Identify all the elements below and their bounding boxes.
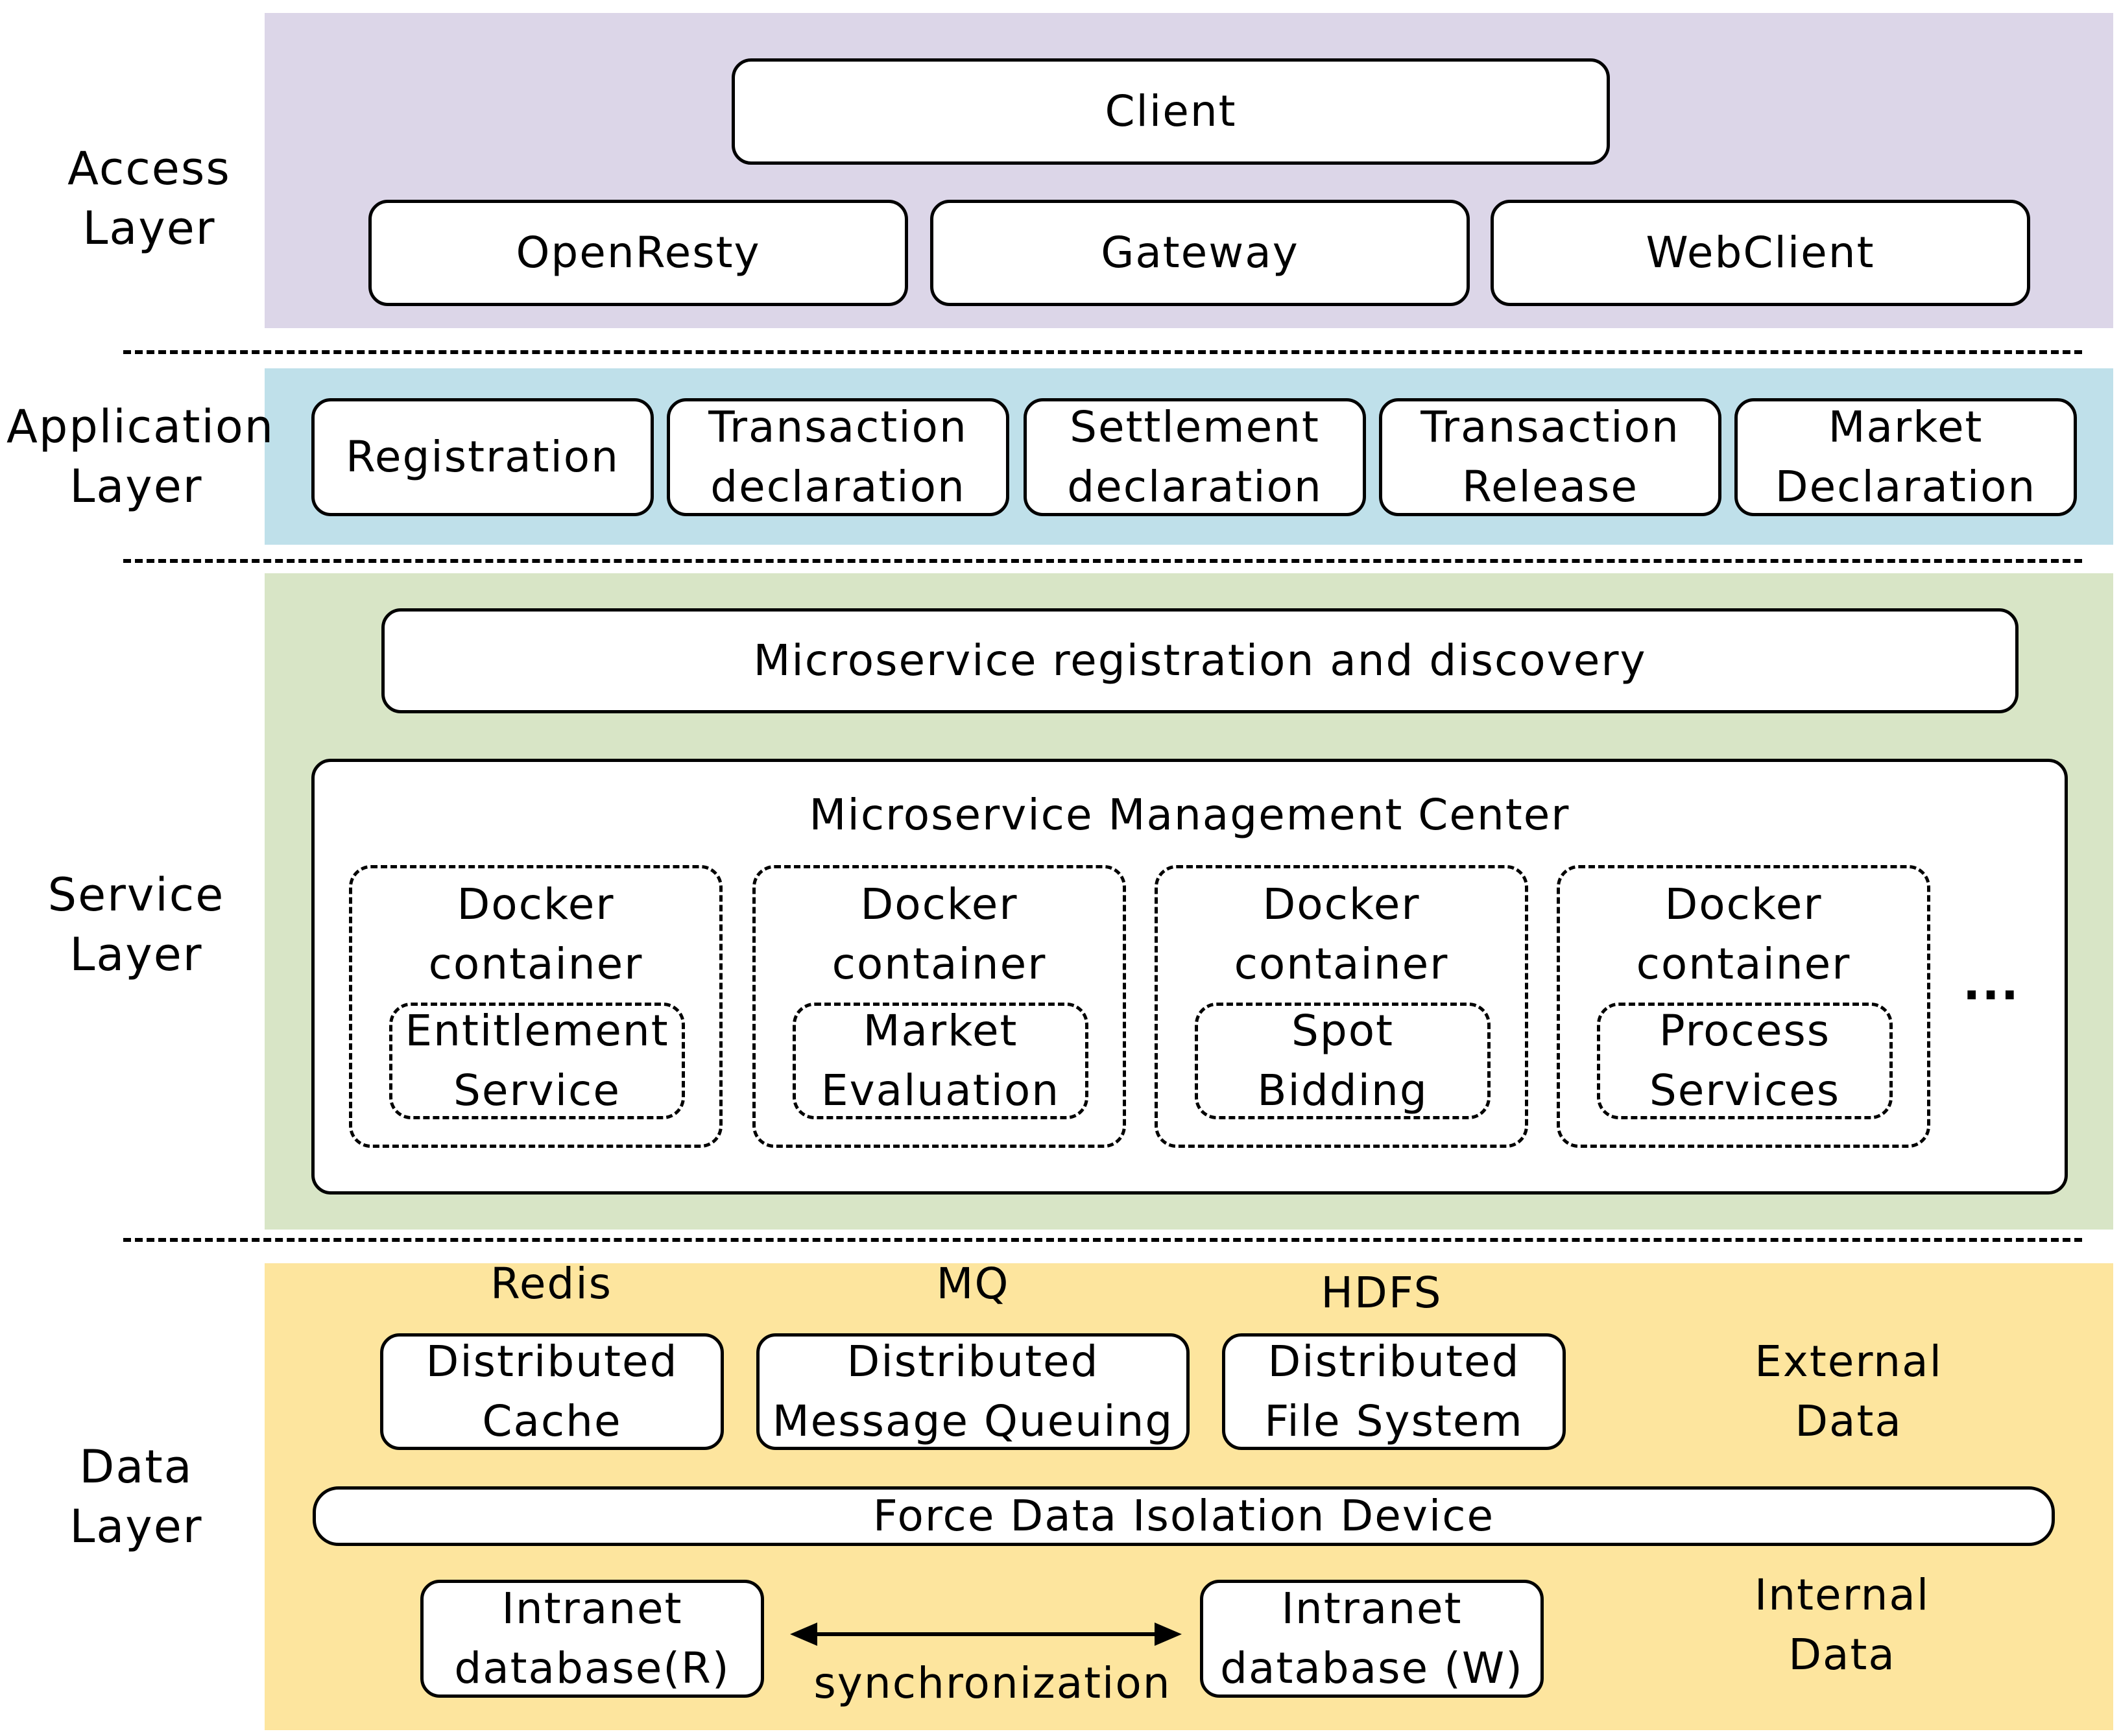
openresty-label: OpenResty <box>516 228 761 278</box>
distributed-queue-box: Distributed Message Queuing <box>756 1333 1190 1450</box>
market-declaration-box: Market Declaration <box>1734 398 2077 516</box>
transaction-release-box: Transaction Release <box>1379 398 1721 516</box>
separator-access-application <box>123 350 2082 354</box>
docker-container-3: Docker container <box>1155 865 1528 1148</box>
service-entitlement: Entitlement Service <box>389 1003 685 1119</box>
market-declaration-label: Market Declaration <box>1775 402 2037 512</box>
transaction-declaration-label: Transaction declaration <box>708 402 968 512</box>
settlement-declaration-label: Settlement declaration <box>1067 402 1323 512</box>
service-entitlement-label: Entitlement Service <box>405 1006 669 1115</box>
gateway-label: Gateway <box>1101 228 1299 278</box>
service-process-services-label: Process Services <box>1649 1006 1841 1115</box>
isolation-device-box: Force Data Isolation Device <box>313 1486 2055 1546</box>
distributed-filesystem-box: Distributed File System <box>1222 1333 1566 1450</box>
docker-container-4-title: Docker container <box>1636 879 1851 989</box>
webclient-label: WebClient <box>1646 228 1875 278</box>
more-containers-ellipsis: ... <box>1962 956 2020 1010</box>
docker-container-1: Docker container <box>349 865 723 1148</box>
sync-label: synchronization <box>813 1658 1171 1708</box>
docker-container-2-title: Docker container <box>832 879 1047 989</box>
transaction-release-label: Transaction Release <box>1420 402 1680 512</box>
distributed-filesystem-label: Distributed File System <box>1264 1337 1524 1446</box>
client-label: Client <box>1105 86 1237 136</box>
intranet-db-r-box: Intranet database(R) <box>420 1580 764 1698</box>
internal-data-label: Internal Data <box>1754 1570 1930 1680</box>
registration-discovery-box: Microservice registration and discovery <box>381 608 2019 713</box>
intranet-db-w-box: Intranet database (W) <box>1200 1580 1544 1698</box>
separator-application-service <box>123 559 2082 563</box>
docker-container-2: Docker container <box>752 865 1126 1148</box>
transaction-declaration-box: Transaction declaration <box>667 398 1009 516</box>
intranet-db-r-label: Intranet database(R) <box>454 1584 730 1693</box>
registration-label: Registration <box>346 432 619 482</box>
intranet-db-w-label: Intranet database (W) <box>1220 1584 1524 1693</box>
settlement-declaration-box: Settlement declaration <box>1024 398 1366 516</box>
registration-box: Registration <box>311 398 654 516</box>
client-box: Client <box>732 58 1610 165</box>
openresty-box: OpenResty <box>368 200 908 306</box>
distributed-cache-label: Distributed Cache <box>425 1337 678 1446</box>
webclient-box: WebClient <box>1491 200 2030 306</box>
service-spot-bidding-label: Spot Bidding <box>1257 1006 1428 1115</box>
docker-container-3-title: Docker container <box>1234 879 1449 989</box>
hdfs-label: HDFS <box>1321 1268 1443 1318</box>
docker-container-1-title: Docker container <box>428 879 643 989</box>
registration-discovery-label: Microservice registration and discovery <box>753 636 1647 685</box>
access-layer-label: Access Layer <box>67 142 231 255</box>
docker-container-4: Docker container <box>1557 865 1930 1148</box>
management-center-box: Microservice Management Center <box>311 759 2068 1195</box>
mq-label: MQ <box>936 1259 1010 1309</box>
application-layer-label: Application Layer <box>6 400 275 513</box>
service-process-services: Process Services <box>1597 1003 1893 1119</box>
external-data-label: External Data <box>1755 1337 1943 1446</box>
management-center-label: Microservice Management Center <box>809 790 1570 840</box>
isolation-device-label: Force Data Isolation Device <box>872 1491 1495 1541</box>
distributed-cache-box: Distributed Cache <box>380 1333 724 1450</box>
redis-label: Redis <box>490 1259 613 1309</box>
service-layer-label: Service Layer <box>47 868 225 981</box>
data-layer-label: Data Layer <box>69 1440 203 1553</box>
gateway-box: Gateway <box>930 200 1470 306</box>
distributed-queue-label: Distributed Message Queuing <box>772 1337 1174 1446</box>
service-market-evaluation: Market Evaluation <box>793 1003 1088 1119</box>
separator-service-data <box>123 1238 2082 1242</box>
sync-arrow <box>790 1623 1182 1646</box>
service-spot-bidding: Spot Bidding <box>1195 1003 1491 1119</box>
service-market-evaluation-label: Market Evaluation <box>821 1006 1060 1115</box>
